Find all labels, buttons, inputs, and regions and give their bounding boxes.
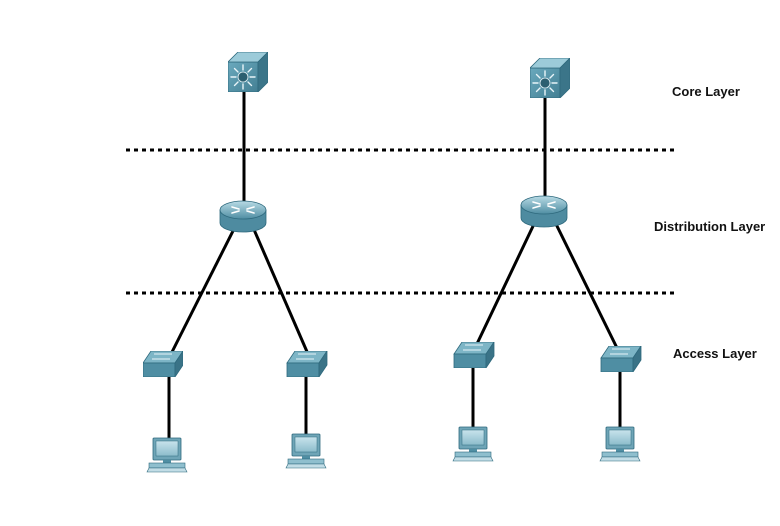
core-multilayer-switch-right-icon[interactable]: [530, 58, 570, 98]
links-left: [167, 90, 310, 440]
access-switch-left-2-icon[interactable]: [286, 351, 328, 377]
link-dist-acc1-left: [169, 224, 238, 355]
core-layer-label: Core Layer: [672, 84, 740, 99]
distribution-layer-label: Distribution Layer: [654, 219, 766, 234]
distribution-router-left-icon[interactable]: [219, 200, 267, 233]
access-layer-label: Access Layer: [673, 346, 757, 361]
pc-left-1-icon[interactable]: [146, 437, 188, 473]
access-switch-right-1-icon[interactable]: [453, 342, 495, 368]
link-dist-acc1-right: [473, 221, 537, 349]
pc-right-1-icon[interactable]: [452, 426, 494, 462]
access-switch-right-2-icon[interactable]: [600, 346, 642, 372]
core-multilayer-switch-left-icon[interactable]: [228, 52, 268, 92]
link-dist-acc2-left: [250, 224, 310, 355]
link-dist-acc2-right: [553, 221, 620, 351]
access-switch-left-1-icon[interactable]: [143, 351, 183, 377]
pc-right-2-icon[interactable]: [599, 426, 641, 462]
links-right: [471, 95, 622, 430]
pc-left-2-icon[interactable]: [285, 433, 327, 469]
distribution-router-right-icon[interactable]: [520, 195, 568, 228]
